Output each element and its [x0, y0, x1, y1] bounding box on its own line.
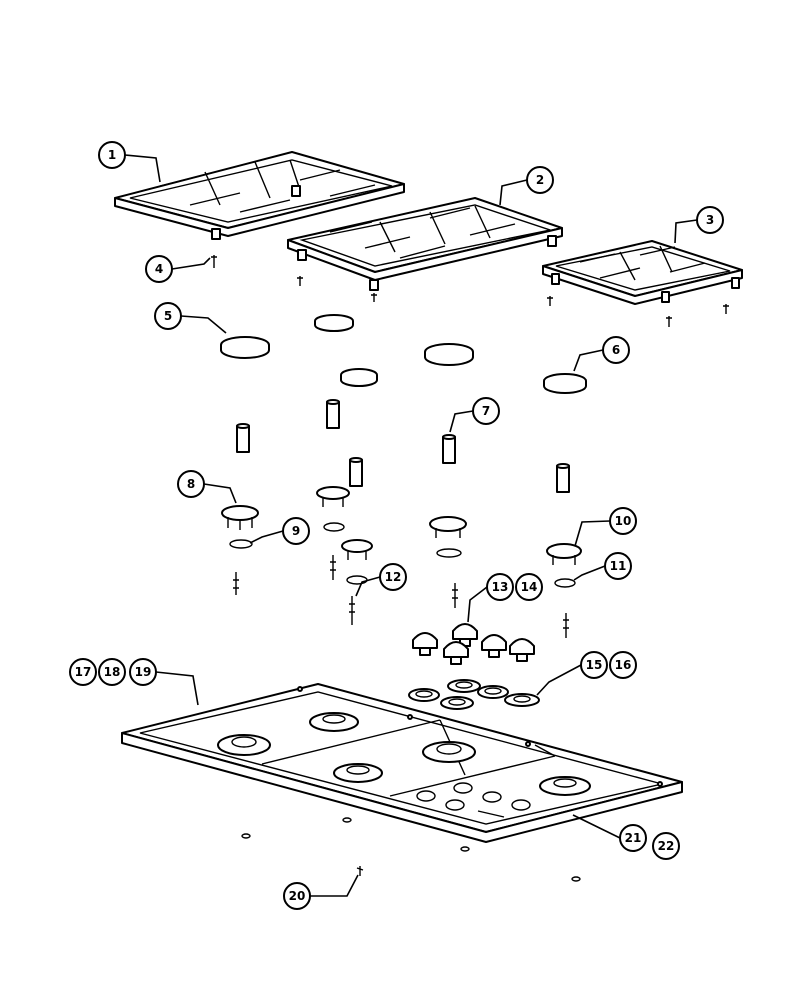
leader-lines [124, 154, 698, 897]
svg-text:13: 13 [492, 580, 509, 594]
callout-1: 1 [98, 141, 126, 169]
callout-20: 20 [283, 882, 311, 910]
svg-text:9: 9 [292, 524, 300, 538]
svg-text:17: 17 [75, 665, 92, 679]
callout-22: 22 [652, 832, 680, 860]
callout-21: 21 [619, 824, 647, 852]
grate-left [114, 151, 405, 240]
callout-18: 18 [98, 658, 126, 686]
svg-text:4: 4 [155, 262, 163, 276]
callout-14: 14 [515, 573, 543, 601]
spark-ignitors [233, 555, 569, 638]
cooktop-main-top [121, 683, 683, 843]
svg-text:14: 14 [521, 580, 538, 594]
svg-text:3: 3 [706, 213, 714, 227]
callout-12: 12 [379, 563, 407, 591]
svg-text:21: 21 [625, 831, 642, 845]
svg-text:20: 20 [289, 889, 306, 903]
knob-bezels [408, 679, 540, 710]
burner-caps [220, 314, 587, 394]
o-rings [229, 522, 576, 588]
svg-text:19: 19 [135, 665, 152, 679]
callout-7: 7 [472, 397, 500, 425]
callout-6: 6 [602, 336, 630, 364]
svg-text:16: 16 [615, 658, 632, 672]
burner-bases [221, 486, 582, 565]
svg-text:12: 12 [385, 570, 402, 584]
svg-text:18: 18 [104, 665, 121, 679]
control-knobs [412, 623, 535, 665]
callout-8: 8 [177, 470, 205, 498]
callout-15: 15 [580, 651, 608, 679]
grate-feet-screws [211, 255, 729, 327]
callout-19: 19 [129, 658, 157, 686]
callout-17: 17 [69, 658, 97, 686]
svg-text:15: 15 [586, 658, 603, 672]
svg-text:10: 10 [615, 514, 632, 528]
callout-2: 2 [526, 166, 554, 194]
svg-text:6: 6 [612, 343, 620, 357]
grate-center [287, 197, 563, 291]
callout-9: 9 [282, 517, 310, 545]
callout-16: 16 [609, 651, 637, 679]
grate-right [542, 240, 743, 305]
callout-10: 10 [609, 507, 637, 535]
burner-heads [236, 399, 570, 493]
callout-13: 13 [486, 573, 514, 601]
callout-11: 11 [604, 552, 632, 580]
svg-text:1: 1 [108, 148, 116, 162]
callout-5: 5 [154, 302, 182, 330]
bottom-screws [241, 817, 581, 882]
svg-text:11: 11 [610, 559, 627, 573]
callout-3: 3 [696, 206, 724, 234]
svg-text:8: 8 [187, 477, 195, 491]
svg-text:5: 5 [164, 309, 172, 323]
svg-text:22: 22 [658, 839, 675, 853]
callout-4: 4 [145, 255, 173, 283]
svg-text:2: 2 [536, 173, 544, 187]
svg-text:7: 7 [482, 404, 490, 418]
